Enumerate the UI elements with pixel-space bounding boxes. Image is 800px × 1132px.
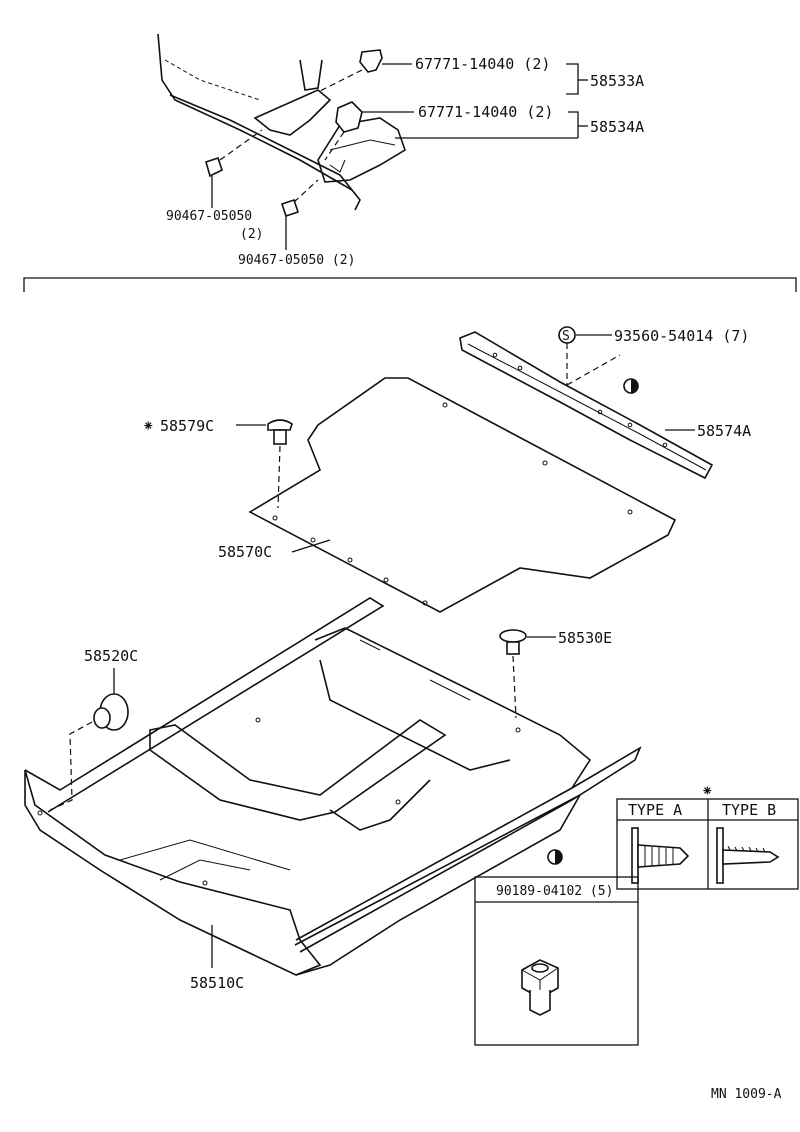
clip-67771-a-icon (317, 49, 383, 93)
label-clip-b: 67771-14040 (2) (418, 103, 553, 121)
bolt-s-icon: S (558, 326, 621, 386)
half-circle-icon-box (547, 849, 563, 865)
label-58533a: 58533A (590, 72, 644, 90)
label-58520c: 58520C (84, 647, 138, 665)
clip-58530e-icon (499, 629, 527, 719)
clip-58579c-icon (267, 419, 293, 509)
asterisk-58579c: ⁕ (142, 417, 155, 435)
section-bracket (23, 277, 797, 292)
clip-90467-a-icon (205, 129, 263, 178)
nut-90189-icon (521, 959, 559, 1016)
label-58579c: 58579C (160, 417, 214, 435)
type-b-clip-icon (716, 827, 780, 884)
label-clip-c: 90467-05050 (166, 209, 252, 224)
floor-pad-58570c (248, 377, 677, 613)
label-58530e: 58530E (558, 629, 612, 647)
label-58510c: 58510C (190, 974, 244, 992)
floor-pan-58510c (24, 597, 642, 976)
label-58574a: 58574A (697, 422, 751, 440)
label-clip-c-qty: (2) (240, 227, 263, 242)
label-58570c: 58570C (218, 543, 272, 561)
fastener-box (474, 876, 639, 1046)
label-fastener-box: 90189-04102 (5) (496, 884, 613, 899)
grommet-58520c-icon (49, 668, 129, 811)
label-clip-a: 67771-14040 (2) (415, 55, 550, 73)
asterisk-type-table: ⁕ (701, 782, 714, 800)
clip-67771-b-icon (324, 101, 363, 161)
label-clip-d: 90467-05050 (2) (238, 253, 355, 268)
label-type-b: TYPE B (722, 801, 776, 819)
label-bolt: 93560-54014 (7) (614, 327, 749, 345)
top-panel-assembly (157, 33, 406, 211)
bolt-s-mark: S (562, 329, 570, 344)
half-circle-icon (623, 378, 639, 394)
label-type-a: TYPE A (628, 801, 682, 819)
type-a-clip-icon (631, 827, 690, 884)
clip-90467-b-icon (280, 179, 319, 218)
footer-code: MN 1009-A (711, 1087, 782, 1102)
type-table (616, 798, 799, 890)
rail-58574a (459, 331, 714, 480)
label-58534a: 58534A (590, 118, 644, 136)
